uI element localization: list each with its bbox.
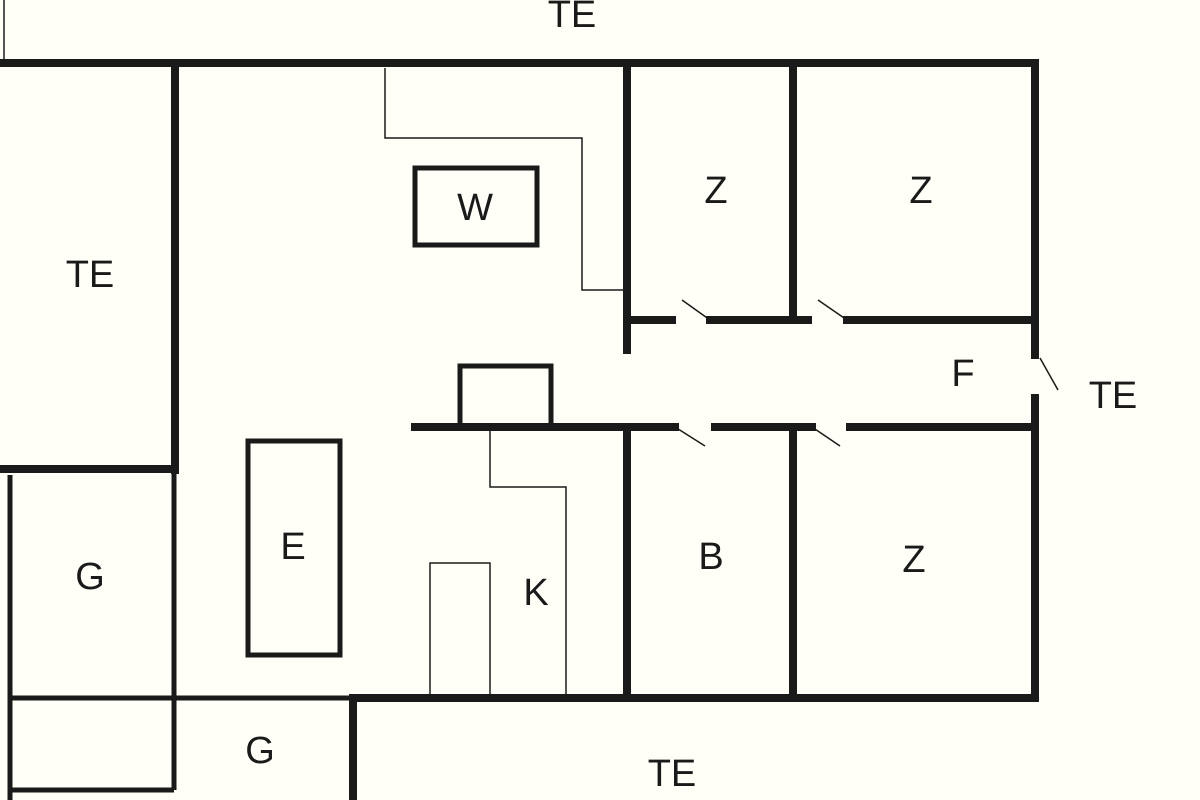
door-swing-entrance	[1039, 357, 1059, 391]
label-bedroom-1: Z	[704, 170, 727, 212]
kitchen-counter-outline	[489, 430, 567, 698]
label-hallway: F	[951, 353, 974, 395]
door-swing-bedroom-3	[811, 426, 841, 447]
stair-outline	[384, 68, 626, 291]
label-terrace-top: TE	[548, 0, 597, 36]
label-terrace-right: TE	[1089, 375, 1138, 417]
door-swing-bedroom-2	[817, 299, 848, 321]
doors	[674, 299, 1059, 447]
label-garden-1: G	[75, 556, 105, 598]
cabinet-box	[457, 363, 554, 430]
label-bedroom-3: Z	[902, 539, 925, 581]
fixtures	[245, 68, 626, 698]
label-bathroom: B	[698, 536, 723, 578]
stove-box	[412, 165, 540, 248]
dining-table	[245, 438, 343, 658]
kitchen-unit	[429, 562, 491, 698]
room-labels: TE TE TE TE W Z Z Z F E B K G G	[66, 0, 1138, 795]
label-kitchen: K	[523, 572, 548, 614]
label-bedroom-2: Z	[909, 170, 932, 212]
label-garden-2: G	[245, 730, 275, 772]
label-dining: E	[280, 526, 305, 568]
label-terrace-left: TE	[66, 254, 115, 296]
label-terrace-bottom: TE	[648, 753, 697, 795]
door-swing-bedroom-1	[681, 299, 711, 321]
door-swing-bathroom	[674, 426, 706, 447]
label-stove: W	[457, 187, 493, 229]
